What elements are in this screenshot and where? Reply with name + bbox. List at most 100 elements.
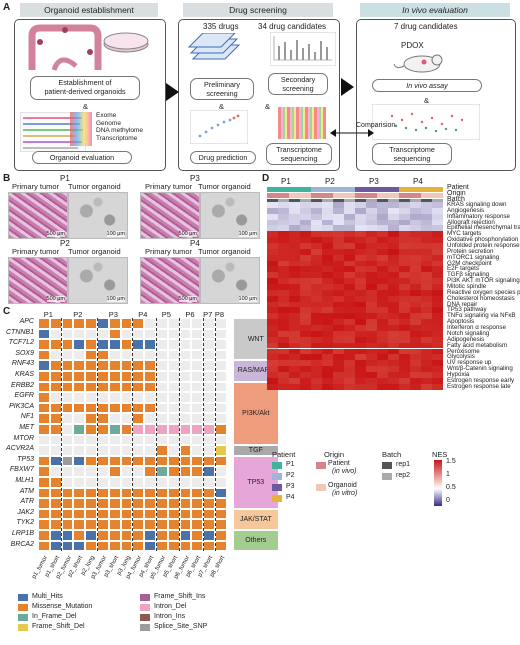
onco-cell (203, 498, 215, 509)
legend-patient-p4: P4 (286, 494, 295, 501)
legend-patient-swatch-p2 (272, 473, 282, 480)
hm-cell (377, 243, 388, 249)
hm-cell (278, 354, 289, 361)
onco-cell (97, 434, 109, 446)
onco-cell (144, 424, 156, 435)
colon-illustration (28, 24, 102, 71)
onco-cell (167, 530, 180, 541)
hm-cell (278, 371, 289, 378)
hm-cell (366, 330, 377, 337)
hm-cell (410, 289, 421, 296)
hm-cell (377, 336, 388, 343)
onco-cell (191, 339, 204, 350)
hm-cell (399, 237, 410, 244)
onco-cell (167, 466, 180, 477)
onco-cell (85, 402, 97, 414)
onco-cell (179, 402, 192, 414)
hm-cell (388, 336, 399, 343)
hm-cell (421, 272, 432, 279)
hm-cell (432, 278, 443, 285)
hm-cell (388, 278, 399, 285)
hm-cell (267, 313, 278, 320)
hm-cell (311, 243, 322, 249)
onco-cell (38, 455, 50, 467)
hm-cell (421, 202, 432, 208)
hm-cell (344, 342, 355, 349)
hm-cell (344, 336, 355, 343)
onco-cell (120, 318, 133, 329)
hm-cell (421, 354, 432, 361)
onco-cell (49, 349, 62, 361)
hm-cell (410, 284, 421, 290)
hm-cell (377, 366, 388, 372)
hm-row-label: Reactive oxygen species pathway (447, 288, 520, 296)
amp-1: & (83, 102, 89, 111)
hm-cell (399, 319, 410, 326)
hm-cell (300, 383, 311, 390)
onco-cell (156, 413, 168, 424)
onco-cell (156, 530, 168, 541)
onco-cell (97, 530, 109, 541)
hm-cell (355, 248, 366, 255)
hm-cell (355, 213, 366, 220)
hm-cell (421, 360, 432, 367)
gene-label-mtor: MTOR (13, 434, 34, 442)
hm-cell (377, 213, 388, 220)
hm-cell (355, 360, 366, 367)
onco-cell (85, 434, 97, 446)
hm-cell (311, 231, 322, 238)
legend-swatch-in-frame-del (18, 614, 28, 622)
patient-divider (61, 318, 63, 552)
onco-cell (85, 381, 97, 393)
onco-cell (61, 508, 74, 520)
hm-cell (311, 260, 322, 267)
onco-cell (85, 466, 97, 477)
onco-cell (61, 318, 74, 329)
hm-cell (366, 342, 377, 349)
onco-cell (73, 466, 86, 477)
onco-cell (73, 360, 86, 371)
onco-cell (191, 402, 204, 414)
plate-stack-icon (187, 33, 241, 60)
onco-cell (85, 424, 97, 435)
onco-cell (97, 328, 109, 340)
onco-cell (97, 455, 109, 467)
onco-cell (97, 477, 109, 488)
hm-cell (300, 248, 311, 255)
legend-label-intron-ins: Intron_Ins (154, 613, 186, 621)
hm-cell (289, 219, 300, 226)
legend-patient-swatch-p3 (272, 484, 282, 491)
hm-cell (399, 278, 410, 285)
annot-batch-cell (377, 199, 388, 202)
onco-cell (108, 445, 121, 456)
onco-cell (73, 477, 86, 488)
hm-cell (267, 237, 278, 244)
hm-cell (388, 301, 399, 308)
hm-cell (355, 336, 366, 343)
b-p1-primary-title: Primary tumor (12, 182, 60, 191)
gene-label-jak2: JAK2 (17, 508, 34, 516)
hm-cell (432, 248, 443, 255)
onco-cell (38, 413, 50, 424)
gene-label-lrp1b: LRP1B (11, 530, 34, 537)
hm-cell (377, 272, 388, 279)
hm-cell (333, 383, 344, 390)
preliminary-screening-label: Preliminary screening (190, 78, 254, 100)
hm-cell (388, 254, 399, 261)
onco-cell (179, 318, 192, 329)
annot-patient-cell (344, 187, 355, 192)
onco-cell (120, 466, 133, 477)
onco-cell (191, 434, 204, 446)
legend-batch-swatch-rep1 (382, 462, 392, 469)
onco-cell (108, 466, 121, 477)
onco-cell (61, 519, 74, 530)
secondary-screening-label: Secondary screening (268, 73, 328, 95)
onco-cell (120, 530, 133, 541)
hm-cell (311, 207, 322, 214)
hm-cell (289, 354, 300, 361)
hm-cell (421, 225, 432, 232)
onco-cell (97, 402, 109, 414)
onco-cell (38, 487, 50, 499)
hm-cell (432, 225, 443, 232)
